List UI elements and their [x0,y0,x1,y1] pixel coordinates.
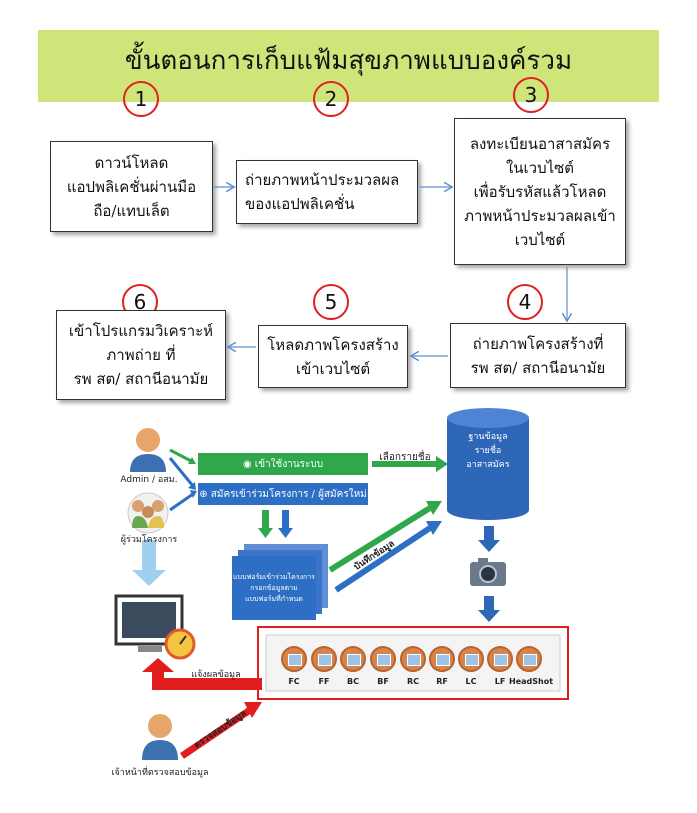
photo-label: BF [377,677,389,686]
verify-arrow [180,707,252,759]
step-2-line: ถ่ายภาพหน้าประมวลผล [245,171,400,189]
photo-label: BC [347,677,359,686]
photo-label: RC [406,677,420,686]
plus-icon: ⊕ [199,489,211,500]
database-line: รายชื่อ [474,446,502,456]
step-box-4: ถ่ายภาพโครงสร้างที่ รพ สต/ สถานีอนามัย [450,323,626,388]
step-number-1: 1 [123,81,159,117]
step-box-1: ดาวน์โหลด แอปพลิเคชั่นผ่านมือ ถือ/แทบเล็… [50,141,213,232]
step-1-line: ถือ/แทบเล็ต [93,201,170,220]
photo-label: FF [318,677,330,686]
photo-label: LC [465,677,477,686]
save-green-arrow [328,505,432,573]
login-bar [198,453,368,475]
step-2-line: ของแอปพลิเคชั่น [245,195,355,213]
database-text: ฐานข้อมูล รายชื่อ อาสาสมัคร [447,430,529,472]
step-1-line: แอปพลิเคชั่นผ่านมือ [66,177,197,196]
step-6-line: เข้าโปรแกรมวิเคราะห์ [68,322,214,340]
officer-label: เจ้าหน้าที่ตรวจสอบข้อมูล [111,768,209,778]
form-documents-icon [232,544,328,620]
step-box-5: โหลดภาพโครงสร้าง เข้าเวบไซต์ [258,325,408,388]
step-1-line: ดาวน์โหลด [94,153,169,172]
admin-label: Admin / อสม. [120,475,178,485]
step-number-5: 5 [313,284,349,320]
participant-label: ผู้ร่วมโครงการ [120,535,178,545]
step-number-4: 4 [507,284,543,320]
photo-label: RF [436,677,448,686]
step-3-line: ในเวบไซต์ [505,158,575,177]
step-6-line: รพ สต/ สถานีอนามัย [73,370,209,388]
step-number-2: 2 [313,81,349,117]
step-4-line: รพ สต/ สถานีอนามัย [470,358,606,377]
step-3-line: ลงทะเบียนอาสาสมัคร [469,134,611,153]
photo-thumb-rf [429,646,455,672]
photo-label: LF [494,677,506,686]
photo-thumb-headshot [516,646,542,672]
database-line: ฐานข้อมูล [468,432,508,442]
form-text: แบบฟอร์มเข้าร่วมโครงการ กรอกข้อมูลตาม แบ… [232,572,316,605]
photo-thumb-bf [370,646,396,672]
register-bar [198,483,368,505]
db-down-arrow [478,540,500,552]
photo-thumb-fc [281,646,307,672]
step-5-line: เข้าเวบไซต์ [295,359,371,378]
photo-label: FC [288,677,300,686]
login-bar-label[interactable]: ◉ เข้าใช้งานระบบ [242,459,324,470]
photo-thumb-lf [487,646,513,672]
database-icon [447,408,529,520]
select-name-label: เลือกรายชื่อ [379,452,431,463]
form-line: กรอกข้อมูลตาม [250,584,298,592]
admin-to-register-arrow [168,457,195,487]
form-line: แบบฟอร์มที่กำหนด [245,595,303,603]
blue-down-arrow [278,528,293,538]
admin-person-icon [130,428,166,472]
photo-label: HeadShot [509,677,554,686]
participant-down-arrow [132,570,166,586]
register-bar-label[interactable]: ⊕ สมัครเข้าร่วมโครงการ / ผู้สมัครใหม่ [199,489,367,500]
step-arrows [214,0,697,420]
camera-icon [470,558,506,586]
user-icon: ◉ [242,459,255,470]
officer-person-icon [142,714,178,760]
photo-thumb-rc [400,646,426,672]
step-box-3: ลงทะเบียนอาสาสมัคร ในเวบไซต์ เพื่อรับรหั… [454,118,626,265]
step-3-line: เพื่อรับรหัสแล้วโหลด [473,182,607,201]
step-box-6: เข้าโปรแกรมวิเคราะห์ ภาพถ่าย ที่ รพ สต/ … [56,310,226,400]
step-3-line: ภาพหน้าประมวลผลเข้า [464,206,616,225]
computer-monitor-icon [114,594,196,660]
notify-result-label: แจ้งผลข้อมูล [191,670,241,680]
participants-group-icon [127,492,169,534]
admin-to-login-arrow [169,448,194,464]
photo-thumb-ff [311,646,337,672]
step-6-line: ภาพถ่าย ที่ [106,346,176,364]
photo-thumb-lc [458,646,484,672]
step-number-3: 3 [513,77,549,113]
photo-thumb-bc [340,646,366,672]
step-4-line: ถ่ายภาพโครงสร้างที่ [472,334,604,353]
participant-to-register-arrow [169,492,194,512]
page-title: ขั้นตอนการเก็บแฟ้มสุขภาพแบบองค์รวม [124,46,573,76]
camera-down-arrow [478,610,500,622]
step-5-line: โหลดภาพโครงสร้าง [267,335,399,354]
step-3-line: เวบไซต์ [514,230,566,249]
green-down-arrow [258,528,273,538]
save-blue-arrow [334,525,432,593]
step-box-2: ถ่ายภาพหน้าประมวลผล ของแอปพลิเคชั่น [236,160,418,224]
database-line: อาสาสมัคร [466,460,510,470]
form-line: แบบฟอร์มเข้าร่วมโครงการ [233,573,315,581]
